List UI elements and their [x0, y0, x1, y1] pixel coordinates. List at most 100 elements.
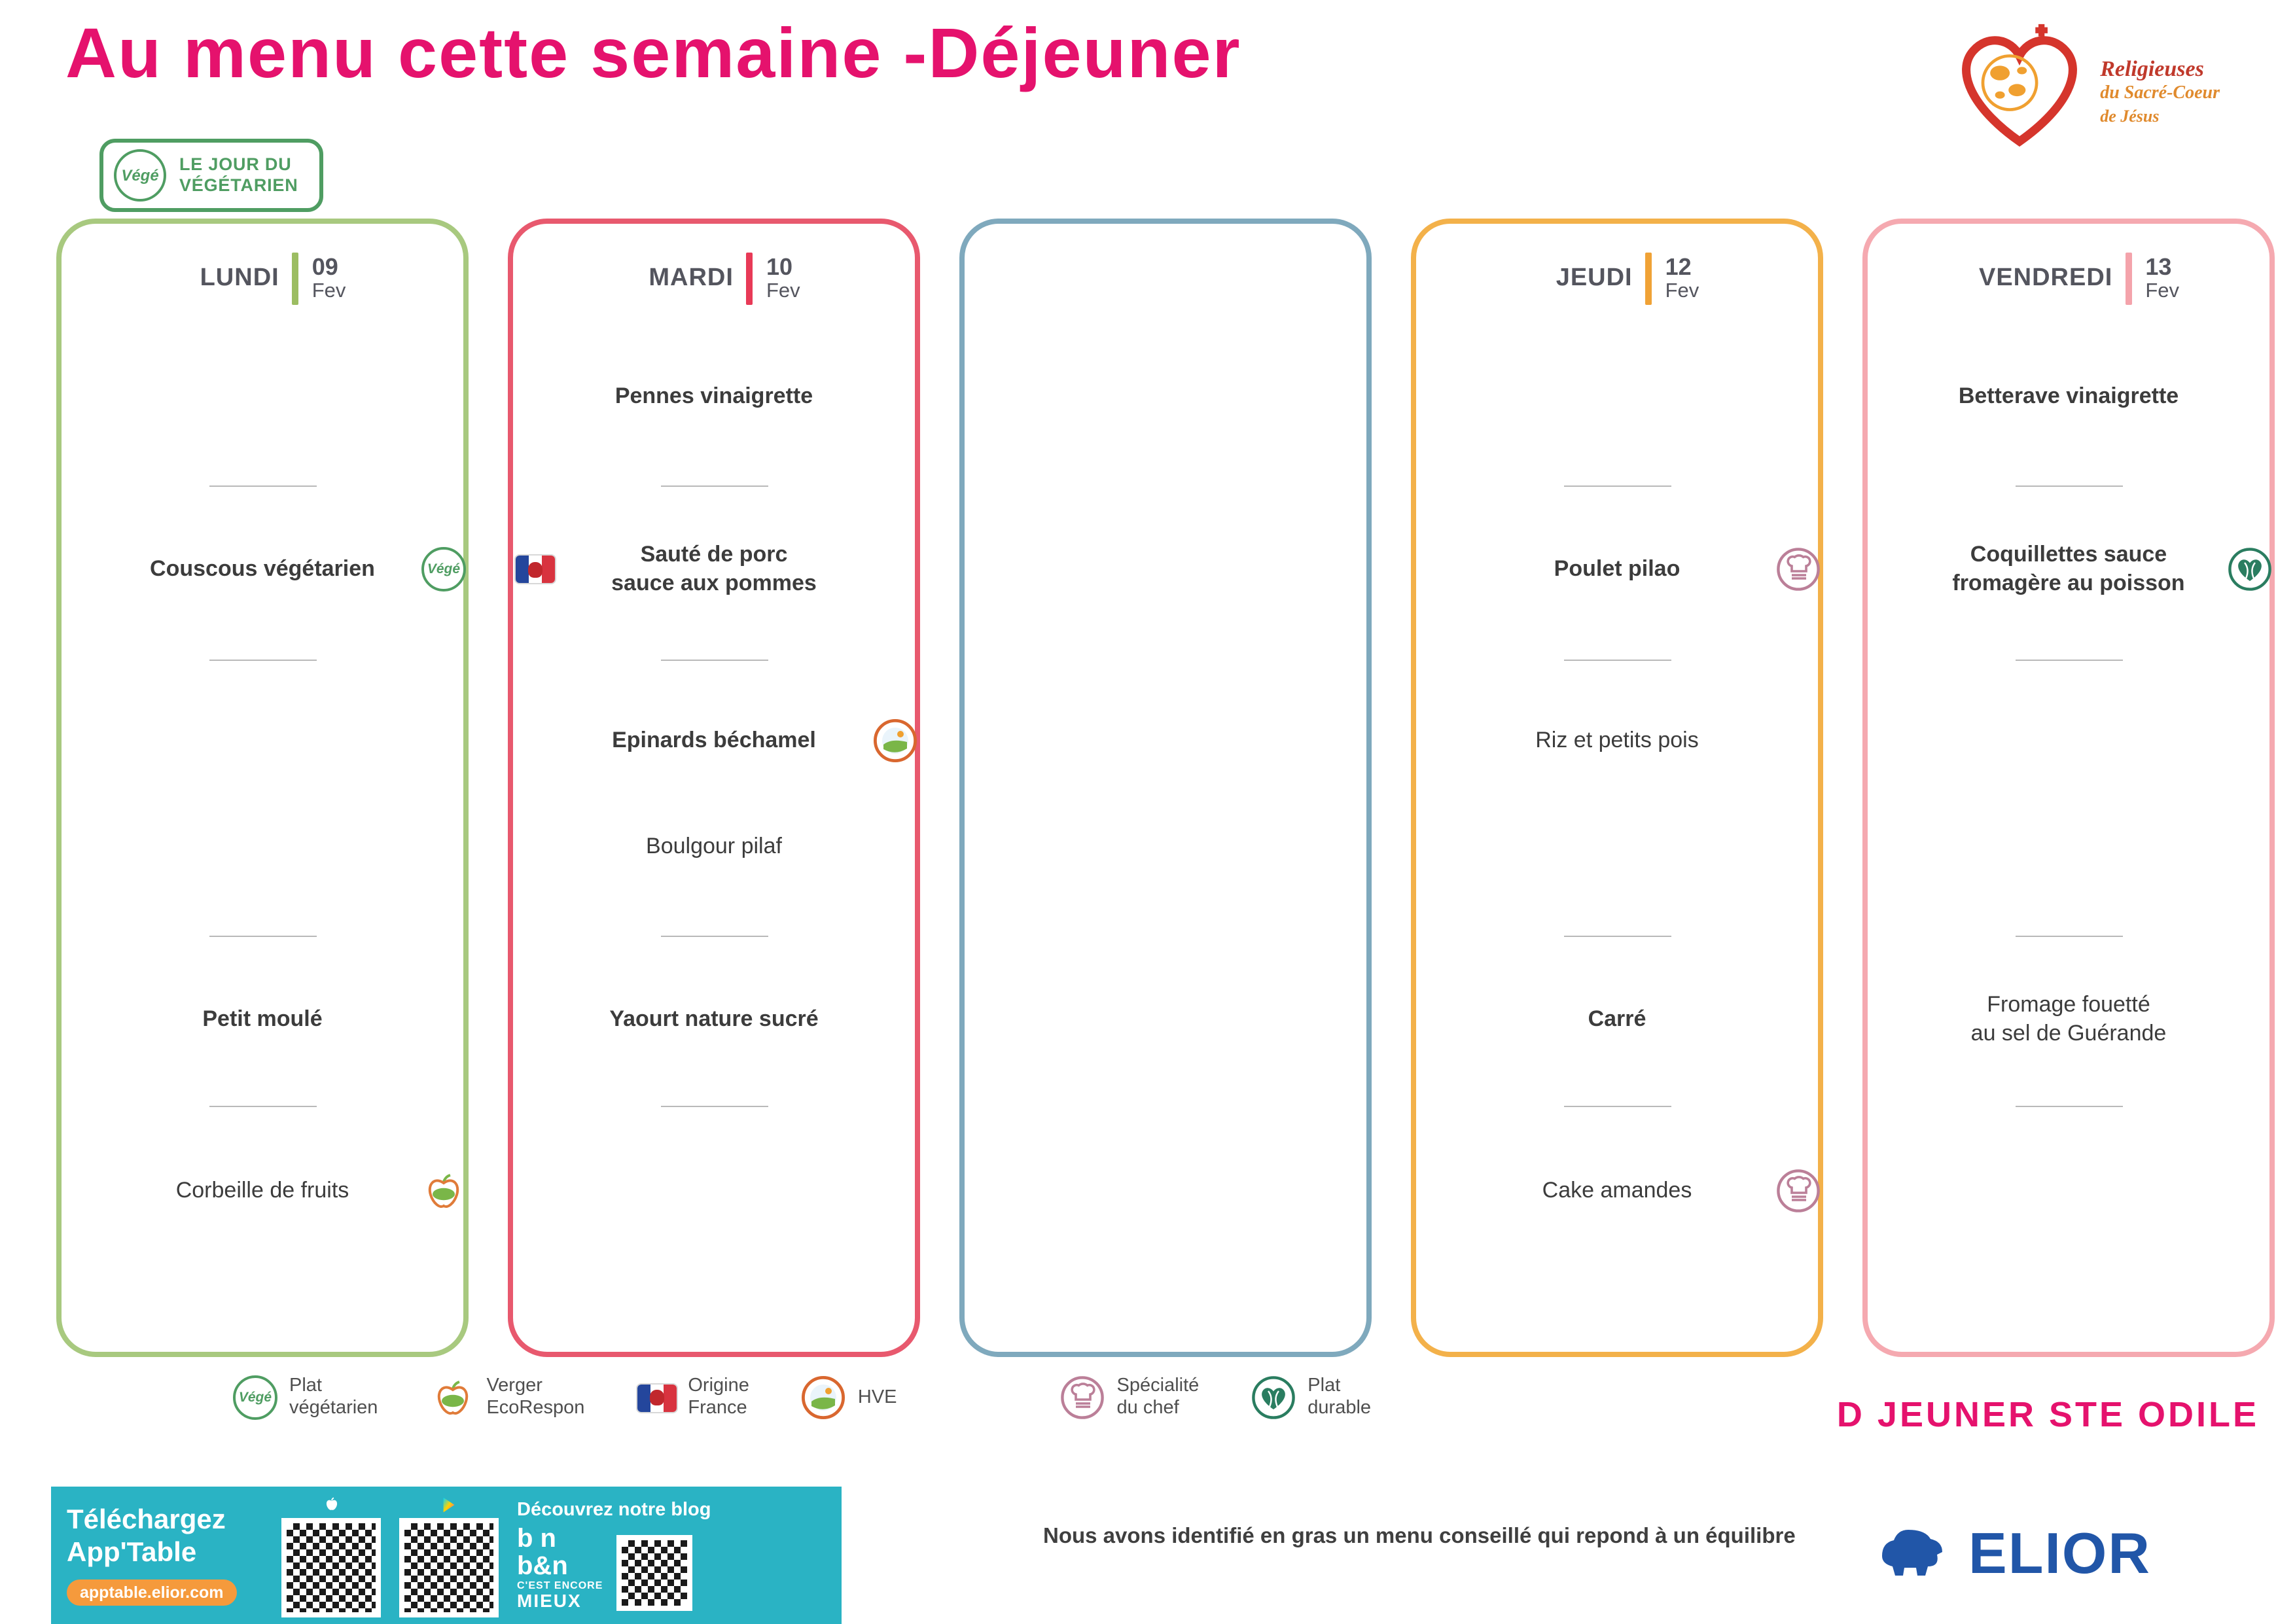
menu-item-riz-et-petits-pois: Riz et petits pois	[1535, 727, 1699, 752]
legend-line1: Verger	[486, 1375, 543, 1396]
day-accent-bar	[746, 253, 753, 305]
day-header: MARDI 10 Fev	[513, 253, 915, 305]
menu-item-saute-de-porc: Sauté de porc sauce aux pommes	[611, 541, 817, 595]
day-date: 13 Fev	[2145, 254, 2180, 303]
item-separator	[2015, 660, 2122, 661]
origine-france-icon	[637, 1384, 677, 1412]
legend-line1: Spécialité	[1116, 1375, 1200, 1396]
item-separator	[660, 660, 768, 661]
bon-et-bien-logo: b n b&n C'EST ENCORE MIEUX	[517, 1524, 603, 1611]
menu-item-epinards-bechamel: Epinards béchamel	[612, 727, 816, 752]
blog-block: Découvrez notre blog b n b&n C'EST ENCOR…	[517, 1499, 711, 1612]
elior-wordmark: ELIOR	[1968, 1522, 2151, 1586]
congregation-name: Religieuses du Sacré-Coeur de Jésus	[2100, 55, 2220, 127]
qr-code	[281, 1517, 381, 1617]
download-line2: App'Table	[67, 1537, 197, 1567]
congregation-line2: du Sacré-Coeur	[2100, 84, 2220, 104]
blog-title: Découvrez notre blog	[517, 1499, 711, 1521]
item-separator	[660, 1106, 768, 1107]
day-name: LUNDI	[200, 264, 279, 292]
bon-logo-top: b n	[517, 1524, 556, 1553]
legend-line1: Origine	[688, 1375, 749, 1396]
qr-pattern	[287, 1523, 376, 1612]
legend-label: Plat végétarien	[289, 1375, 378, 1421]
elior-logo: ELIOR	[1874, 1522, 2151, 1587]
day-column-mercredi-empty	[959, 219, 1372, 1357]
qr-appstore-block	[281, 1494, 381, 1617]
menu-item-carre: Carré	[1588, 1006, 1646, 1031]
sacred-heart-globe-icon	[1946, 16, 2092, 166]
item-separator	[209, 1106, 316, 1107]
day-date: 09 Fev	[311, 253, 346, 303]
vegetarian-day-label: LE JOUR DU VÉGÉTARIEN	[179, 154, 298, 197]
qr-playstore-block	[399, 1494, 499, 1617]
menu-item-pennes-vinaigrette: Pennes vinaigrette	[614, 383, 813, 408]
qr-code	[399, 1517, 499, 1617]
legend-line2: EcoRespon	[486, 1398, 585, 1419]
legend-label: Origine France	[688, 1375, 749, 1421]
item-separator	[209, 485, 316, 487]
menu-item-poulet-pilao: Poulet pilao	[1554, 556, 1681, 581]
menu-item-betterave-vinaigrette: Betterave vinaigrette	[1958, 383, 2179, 408]
day-number: 09	[311, 253, 338, 280]
menu-item-yaourt-nature-sucre: Yaourt nature sucré	[609, 1006, 819, 1031]
legend-line1: HVE	[857, 1386, 897, 1408]
legend-line2: du chef	[1116, 1398, 1179, 1419]
bison-icon	[1874, 1524, 1955, 1585]
google-play-icon	[440, 1494, 458, 1515]
day-accent-bar	[1645, 253, 1652, 305]
legend-line2: végétarien	[289, 1398, 378, 1419]
day-column-lundi: LUNDI 09 Fev Couscous végétarien Petit m…	[56, 219, 469, 1357]
apptable-url: apptable.elior.com	[67, 1579, 237, 1606]
item-separator	[1563, 660, 1671, 661]
qr-code	[616, 1535, 692, 1612]
legend-specialite-du-chef: Spécialité du chef	[1061, 1375, 1200, 1421]
day-column-jeudi: JEUDI 12 Fev Poulet pilao Riz et petits …	[1411, 219, 1823, 1357]
day-column-vendredi: VENDREDI 13 Fev Betterave vinaigrette Co…	[1862, 219, 2275, 1357]
legend: Végé Plat végétarien Verger EcoRespon	[233, 1375, 1371, 1421]
menu-item-cake-amandes: Cake amandes	[1542, 1177, 1692, 1203]
app-store-icon	[321, 1494, 341, 1515]
badge-line1: LE JOUR DU	[179, 154, 292, 174]
plat-durable-icon	[2228, 547, 2272, 591]
page-title: Au menu cette semaine -Déjeuner	[65, 14, 1241, 93]
vege-icon: Végé	[233, 1375, 277, 1421]
item-separator	[2015, 485, 2122, 487]
download-line1: Téléchargez	[67, 1505, 226, 1536]
specialite-du-chef-icon	[1061, 1376, 1105, 1421]
blog-row: b n b&n C'EST ENCORE MIEUX	[517, 1524, 711, 1612]
menu-item-corbeille-de-fruits: Corbeille de fruits	[175, 1177, 349, 1203]
item-separator	[1563, 936, 1671, 937]
legend-line2: France	[688, 1398, 747, 1419]
item-separator	[1563, 1106, 1671, 1107]
hve-icon	[873, 718, 917, 763]
legend-plat-vegetarien: Végé Plat végétarien	[233, 1375, 378, 1421]
legend-hve: HVE	[802, 1376, 897, 1421]
vege-icon: Végé	[114, 149, 166, 202]
day-header: LUNDI 09 Fev	[62, 253, 463, 305]
day-name: MARDI	[649, 264, 734, 292]
legend-line1: Plat	[289, 1375, 322, 1396]
week-columns: LUNDI 09 Fev Couscous végétarien Petit m…	[56, 219, 2275, 1357]
day-accent-bar	[2126, 253, 2133, 305]
item-separator	[2015, 1106, 2122, 1107]
menu-item-coquillettes-poisson: Coquillettes sauce fromagère au poisson	[1952, 541, 2185, 595]
legend-label: Spécialité du chef	[1117, 1375, 1200, 1421]
day-date: 10 Fev	[766, 254, 800, 303]
congregation-line1: Religieuses	[2100, 56, 2204, 81]
legend-verger-ecorespon: Verger EcoRespon	[430, 1375, 584, 1421]
vegetarian-day-badge: Végé LE JOUR DU VÉGÉTARIEN	[99, 139, 323, 212]
day-date: 12 Fev	[1665, 254, 1699, 303]
day-header: VENDREDI 13 Fev	[1868, 253, 2269, 305]
menu-item-petit-moule: Petit moulé	[202, 1006, 323, 1031]
item-separator	[1563, 485, 1671, 487]
legend-label: Plat durable	[1308, 1375, 1371, 1421]
verger-ecoresponsable-icon	[421, 1169, 466, 1213]
qr-pattern	[404, 1523, 493, 1612]
specialite-du-chef-icon	[1776, 547, 1821, 591]
legend-line1: Plat	[1308, 1375, 1341, 1396]
day-name: VENDREDI	[1978, 264, 2113, 292]
day-month: Fev	[2145, 280, 2180, 303]
legend-label: HVE	[858, 1386, 897, 1409]
day-month: Fev	[766, 280, 800, 303]
